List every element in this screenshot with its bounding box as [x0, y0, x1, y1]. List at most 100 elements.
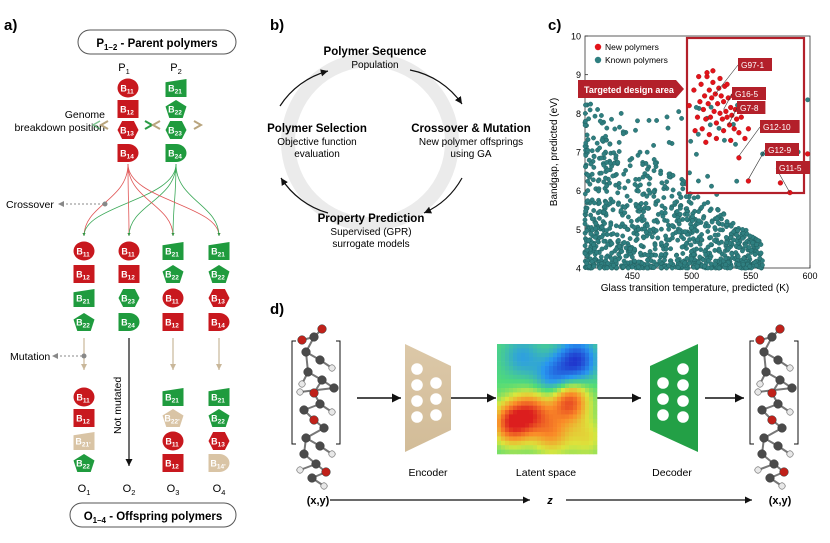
latent-cell — [581, 388, 586, 393]
known-point — [583, 118, 588, 124]
known-point — [674, 253, 679, 258]
latent-cell — [573, 352, 578, 358]
latent-cell — [505, 344, 510, 349]
latent-cell — [581, 392, 586, 398]
latent-cell — [565, 405, 570, 411]
new-point — [742, 135, 748, 142]
new-point — [717, 75, 723, 82]
latent-cell — [517, 357, 522, 362]
latent-cell — [589, 423, 594, 428]
latent-cell — [569, 383, 574, 389]
known-point — [591, 242, 596, 248]
known-point — [655, 211, 661, 217]
latent-cell — [497, 379, 502, 384]
p2-block-1-label: B21 — [168, 84, 182, 96]
latent-cell — [545, 396, 550, 402]
off-col4-block-1: B21 — [208, 388, 230, 406]
known-point — [628, 218, 634, 224]
known-point — [736, 245, 742, 251]
network-node — [411, 395, 423, 407]
latent-cell — [577, 423, 582, 428]
cycle-ring — [281, 53, 459, 231]
known-point — [618, 208, 624, 213]
known-polymer-points — [582, 97, 811, 271]
latent-cell — [585, 396, 590, 402]
hydrogen-atom — [786, 408, 794, 416]
latent-cell — [497, 396, 502, 402]
crossover-line-red-1 — [82, 163, 129, 237]
latent-cell — [541, 357, 546, 362]
known-point — [752, 252, 758, 257]
latent-cell — [521, 374, 526, 380]
known-point — [740, 248, 745, 254]
latent-cell — [593, 405, 598, 411]
latent-cell — [553, 366, 558, 371]
known-point — [701, 215, 706, 221]
cross-col3-block-2: B22 — [162, 265, 184, 283]
network-node — [430, 409, 442, 421]
new-point — [724, 114, 730, 120]
cross-col4-block-2: B22 — [208, 265, 230, 283]
carbon-atom — [315, 441, 325, 451]
latent-cell — [541, 344, 546, 349]
latent-cell — [529, 427, 534, 433]
off-col3-block-1: B21 — [162, 388, 184, 406]
latent-cell — [569, 348, 574, 354]
latent-cell — [497, 370, 502, 376]
latent-cell — [553, 410, 558, 415]
known-point — [670, 187, 676, 193]
off-col4-block-3: B13 — [208, 432, 230, 450]
latent-cell — [577, 370, 582, 376]
new-point — [704, 70, 710, 76]
latent-cell — [537, 352, 542, 358]
latent-cell — [509, 352, 514, 358]
latent-cell — [553, 388, 558, 393]
known-point — [627, 163, 633, 169]
latent-cell — [549, 383, 554, 389]
latent-cell — [521, 427, 526, 433]
known-point — [610, 199, 616, 205]
latent-cell — [581, 410, 586, 415]
latent-cell — [537, 427, 542, 433]
node-sequence-line: Population — [351, 60, 398, 71]
node-prediction-title: Property Prediction — [318, 213, 425, 225]
latent-cell — [501, 357, 506, 362]
latent-cell — [541, 449, 546, 455]
known-point — [582, 243, 588, 249]
oxygen-atom — [779, 467, 789, 477]
known-point — [651, 193, 657, 199]
known-point — [636, 216, 642, 222]
latent-cell — [569, 352, 574, 358]
known-point — [729, 251, 735, 257]
known-point — [679, 116, 684, 121]
latent-cell — [553, 405, 558, 411]
latent-cell — [569, 357, 574, 362]
latent-cell — [501, 410, 506, 415]
known-point — [585, 198, 591, 204]
known-point — [645, 166, 650, 172]
latent-cell — [509, 401, 514, 406]
known-point — [599, 224, 605, 230]
new-point — [707, 114, 714, 120]
known-point — [609, 241, 615, 247]
latent-cell — [561, 396, 566, 402]
carbon-atom — [775, 375, 785, 385]
latent-cell — [589, 352, 594, 358]
oxygen-atom — [767, 415, 777, 425]
latent-cell — [561, 344, 566, 349]
latent-cell — [537, 348, 542, 354]
latent-cell — [589, 348, 594, 354]
carbon-atom — [317, 375, 327, 385]
new-point — [720, 99, 727, 105]
latent-cell — [501, 405, 506, 411]
latent-cell — [569, 388, 574, 393]
known-point — [665, 237, 671, 243]
p2-block-2-label: B22 — [168, 105, 182, 117]
known-point — [647, 249, 653, 254]
latent-cell — [533, 379, 538, 384]
input-label: (x,y) — [307, 495, 330, 507]
latent-cell — [509, 423, 514, 428]
known-point — [589, 171, 595, 177]
latent-cell — [545, 370, 550, 376]
latent-cell — [533, 432, 538, 437]
